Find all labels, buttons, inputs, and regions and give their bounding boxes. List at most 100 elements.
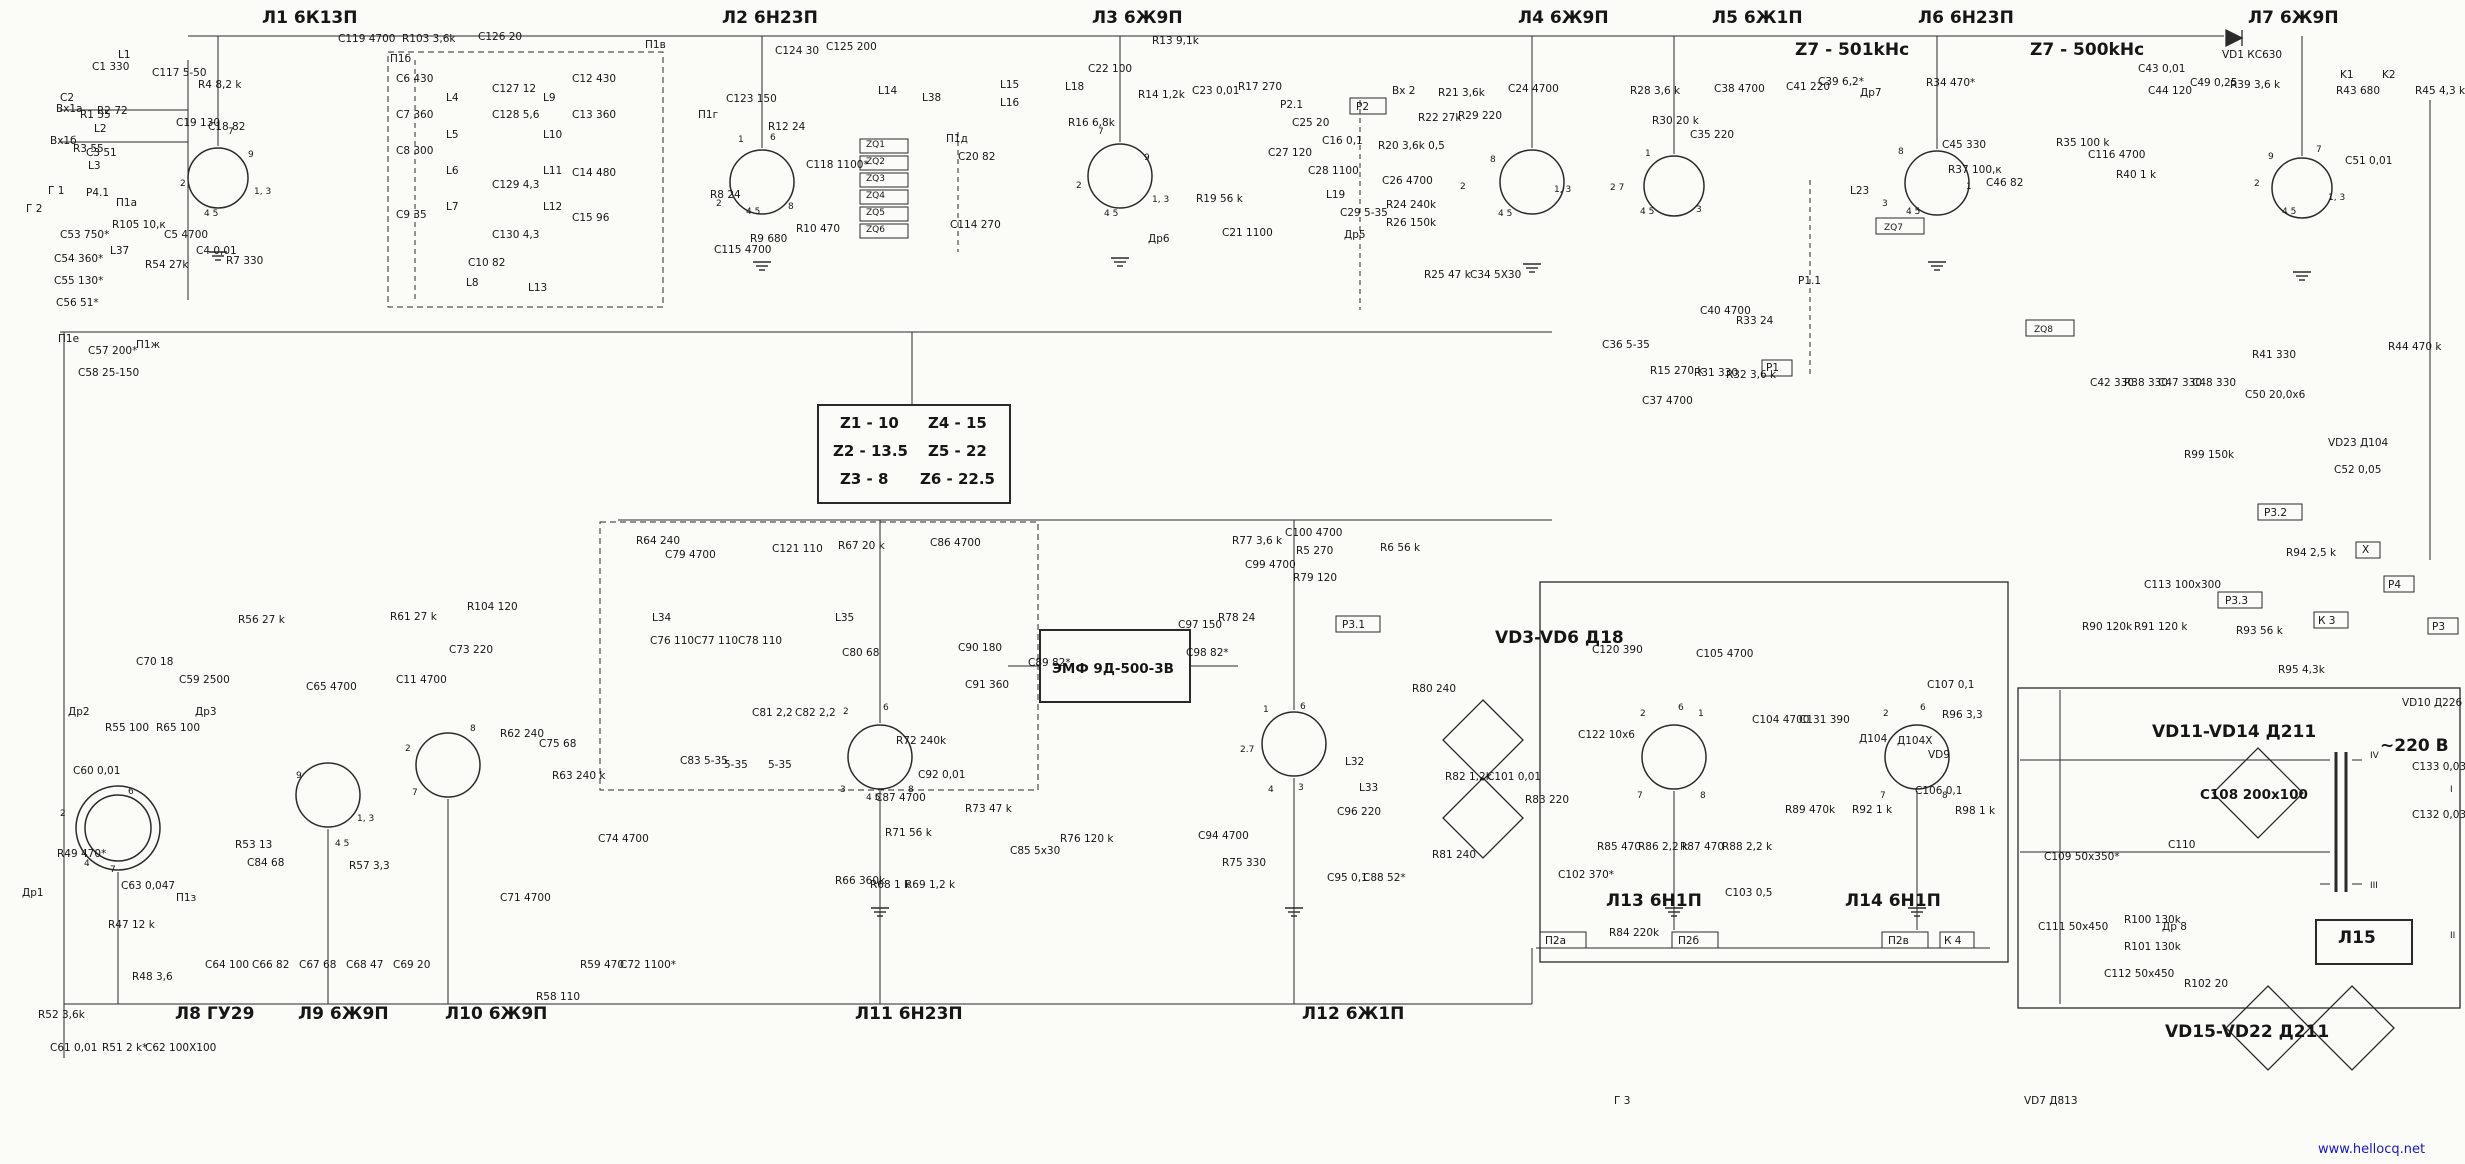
component-label: R88 2,2 k xyxy=(1722,841,1773,853)
component-label: 7 xyxy=(1637,791,1643,801)
tube-label-l6: Л6 6Н23П xyxy=(1918,8,2014,28)
component-label: 2.7 xyxy=(1240,745,1255,755)
component-label: C118 1100* xyxy=(806,159,869,171)
tube-symbol xyxy=(1261,711,1327,777)
tube-symbol xyxy=(1087,143,1153,209)
component-label: 1, 3 xyxy=(357,814,375,824)
bridge-vd15-vd22 xyxy=(2309,985,2395,1071)
component-label: П1б xyxy=(390,53,412,65)
crystal-boxes xyxy=(859,97,2459,949)
z-table-entry: Z6 - 22.5 xyxy=(920,470,995,488)
tube-symbol xyxy=(2271,157,2333,219)
component-label: C68 47 xyxy=(346,959,384,971)
component-label: 7 xyxy=(2316,145,2322,155)
component-label: R91 120 k xyxy=(2134,621,2188,633)
component-label: C9 35 xyxy=(396,209,427,221)
component-label: C111 50х450 xyxy=(2038,921,2109,933)
component-label: L14 xyxy=(878,85,898,97)
watermark-link[interactable]: www.hellocq.net xyxy=(2318,1142,2426,1157)
z-values-box xyxy=(817,404,1011,504)
component-label: R53 13 xyxy=(235,839,273,851)
component-label: R98 1 k xyxy=(1955,805,1996,817)
component-label: 9 xyxy=(1144,153,1150,163)
component-label: Д104Х xyxy=(1897,735,1933,747)
component-label: К 4 xyxy=(1944,935,1962,947)
component-label: C26 4700 xyxy=(1382,175,1433,187)
component-label: C34 5Х30 xyxy=(1470,269,1522,281)
tube-symbol xyxy=(295,762,361,828)
component-label: C96 220 xyxy=(1337,806,1382,818)
component-label: R8 24 xyxy=(710,189,741,201)
component-label: Др1 xyxy=(22,887,44,899)
diode-group-label: VD11-VD14 Д211 xyxy=(2152,722,2317,742)
component-label: R93 56 k xyxy=(2236,625,2283,637)
component-label: C74 4700 xyxy=(598,833,649,845)
component-label: R56 27 k xyxy=(238,614,285,626)
component-label: Вх1а xyxy=(56,103,83,115)
component-label: ZQ7 xyxy=(1884,223,1903,233)
bridge-vd15-vd22 xyxy=(2225,985,2311,1071)
component-label: C13 360 xyxy=(572,109,617,121)
component-label: L12 xyxy=(543,201,563,213)
component-label: C29 5-35 xyxy=(1340,207,1388,219)
component-label: R30 20 k xyxy=(1652,115,1699,127)
component-label: C90 180 xyxy=(958,642,1003,654)
component-label: C38 4700 xyxy=(1714,83,1765,95)
emf-filter-label: ЭМФ 9Д-500-3В xyxy=(1052,661,1174,677)
component-label: R58 110 xyxy=(536,991,581,1003)
component-label: L32 xyxy=(1345,756,1365,768)
component-label: P3.1 xyxy=(1342,619,1366,631)
component-label: C35 220 xyxy=(1690,129,1735,141)
component-label: 2 xyxy=(1883,709,1889,719)
component-label: C95 0,1 xyxy=(1327,872,1368,884)
component-label: 7 xyxy=(110,865,116,875)
component-label: C122 10х6 xyxy=(1578,729,1635,741)
component-label: R24 240k xyxy=(1386,199,1437,211)
component-label: R78 24 xyxy=(1218,612,1256,624)
component-label: C21 1100 xyxy=(1222,227,1273,239)
component-label: R85 470 xyxy=(1597,841,1642,853)
component-label: 6 xyxy=(128,787,134,797)
component-label: R64 240 xyxy=(636,535,681,547)
bridge-vd3-vd6 xyxy=(1442,777,1524,859)
component-label: C2 xyxy=(60,92,75,104)
component-label: Др 8 xyxy=(2162,921,2187,933)
component-label: 4 5 xyxy=(866,793,881,803)
component-label: R67 20 k xyxy=(838,540,885,552)
component-label: Р3.2 xyxy=(2264,507,2288,519)
component-label: R49 470* xyxy=(57,848,107,860)
component-label: C66 82 xyxy=(252,959,290,971)
component-label: C105 4700 xyxy=(1696,648,1754,660)
component-label: C54 360* xyxy=(54,253,104,265)
component-label: C10 82 xyxy=(468,257,506,269)
component-label: C127 12 xyxy=(492,83,537,95)
component-label: C121 110 xyxy=(772,543,823,555)
component-label: C55 130* xyxy=(54,275,104,287)
component-label: R25 47 k xyxy=(1424,269,1471,281)
component-label: VD7 Д813 xyxy=(2024,1095,2078,1107)
component-label: 1, 3 xyxy=(254,187,272,197)
component-label: C91 360 xyxy=(965,679,1010,691)
component-label: P4.1 xyxy=(86,187,110,199)
component-label: C58 25-150 xyxy=(78,367,140,379)
component-label: P1.1 xyxy=(1798,275,1822,287)
component-label: R9 680 xyxy=(750,233,788,245)
component-label: 2 7 xyxy=(1610,183,1625,193)
component-label: C106 0,1 xyxy=(1915,785,1963,797)
component-label: C28 1100 xyxy=(1308,165,1359,177)
component-label: P3 xyxy=(2432,621,2446,633)
component-label: 8 xyxy=(1700,791,1706,801)
component-label: П2а xyxy=(1545,935,1567,947)
component-label: C22 100 xyxy=(1088,63,1133,75)
component-label: C104 4700 xyxy=(1752,714,1810,726)
component-label: L5 xyxy=(446,129,459,141)
component-label: ZQ6 xyxy=(866,225,885,235)
component-label: R99 150k xyxy=(2184,449,2235,461)
component-label: 3 xyxy=(1696,205,1702,215)
component-label: C70 18 xyxy=(136,656,174,668)
component-label: R16 6,8k xyxy=(1068,117,1115,129)
component-label: R65 100 xyxy=(156,722,201,734)
component-label: R100 130k xyxy=(2124,914,2181,926)
component-label: C47 330 xyxy=(2158,377,2203,389)
component-label: C11 4700 xyxy=(396,674,447,686)
